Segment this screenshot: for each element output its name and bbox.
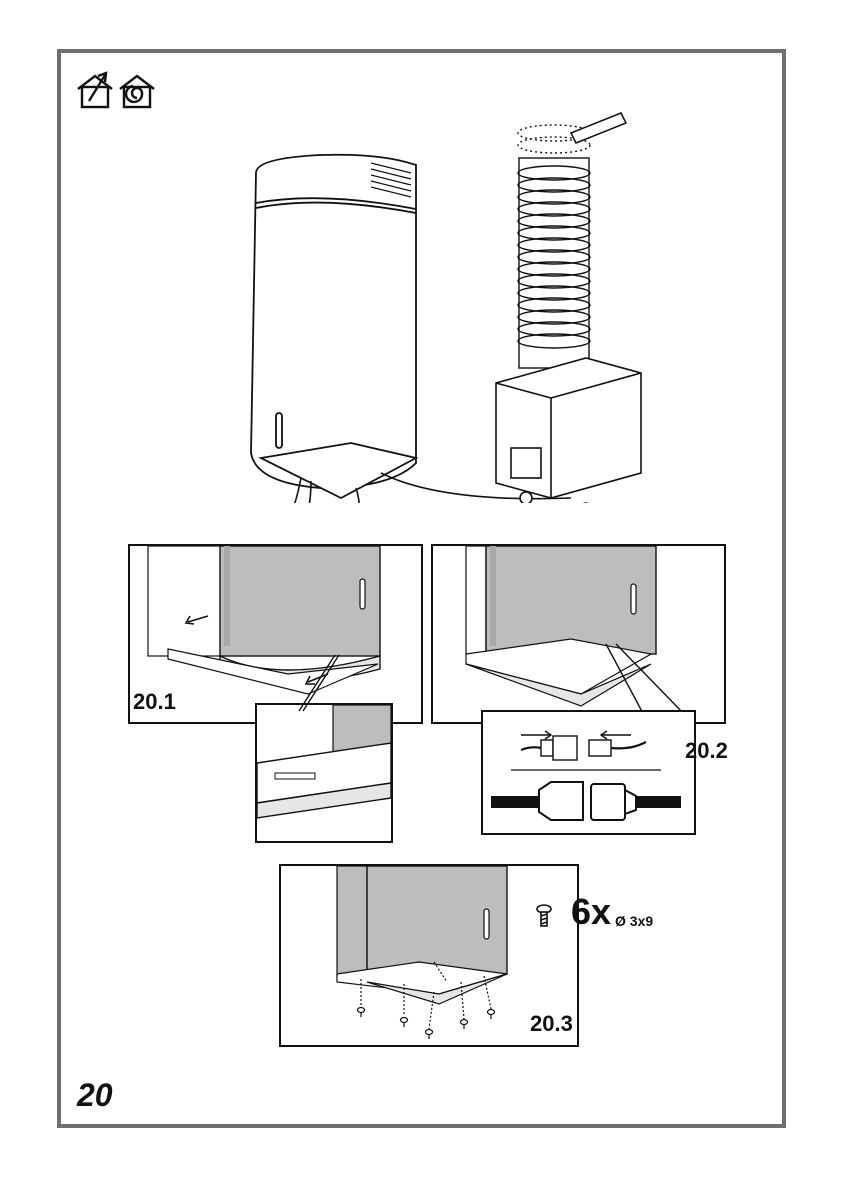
screw-size: Ø 3x9	[613, 913, 655, 929]
step-20-2-panel	[431, 544, 726, 724]
step-20-1-detail-inset	[255, 703, 393, 843]
step-20-2-label: 20.2	[683, 738, 730, 764]
page-number: 20	[75, 1077, 115, 1114]
step-20-3-label: 20.3	[528, 1011, 575, 1037]
flexible-duct	[518, 125, 590, 368]
page-frame: 20.1	[57, 49, 786, 1128]
detail-pointer-line	[291, 653, 341, 713]
outdoor-extraction-house-icon	[78, 73, 112, 107]
main-assembly-illustration	[241, 103, 661, 503]
hood-cylinder	[251, 155, 416, 498]
step-20-1-label: 20.1	[131, 689, 178, 715]
step-20-2-connector-inset	[481, 710, 696, 835]
screw-count: 6x	[569, 891, 613, 933]
recirculation-house-icon	[120, 76, 154, 107]
hood-body	[220, 546, 380, 656]
ceiling-bracket	[571, 113, 626, 143]
motor-box	[496, 358, 641, 503]
mode-icons	[75, 71, 165, 111]
